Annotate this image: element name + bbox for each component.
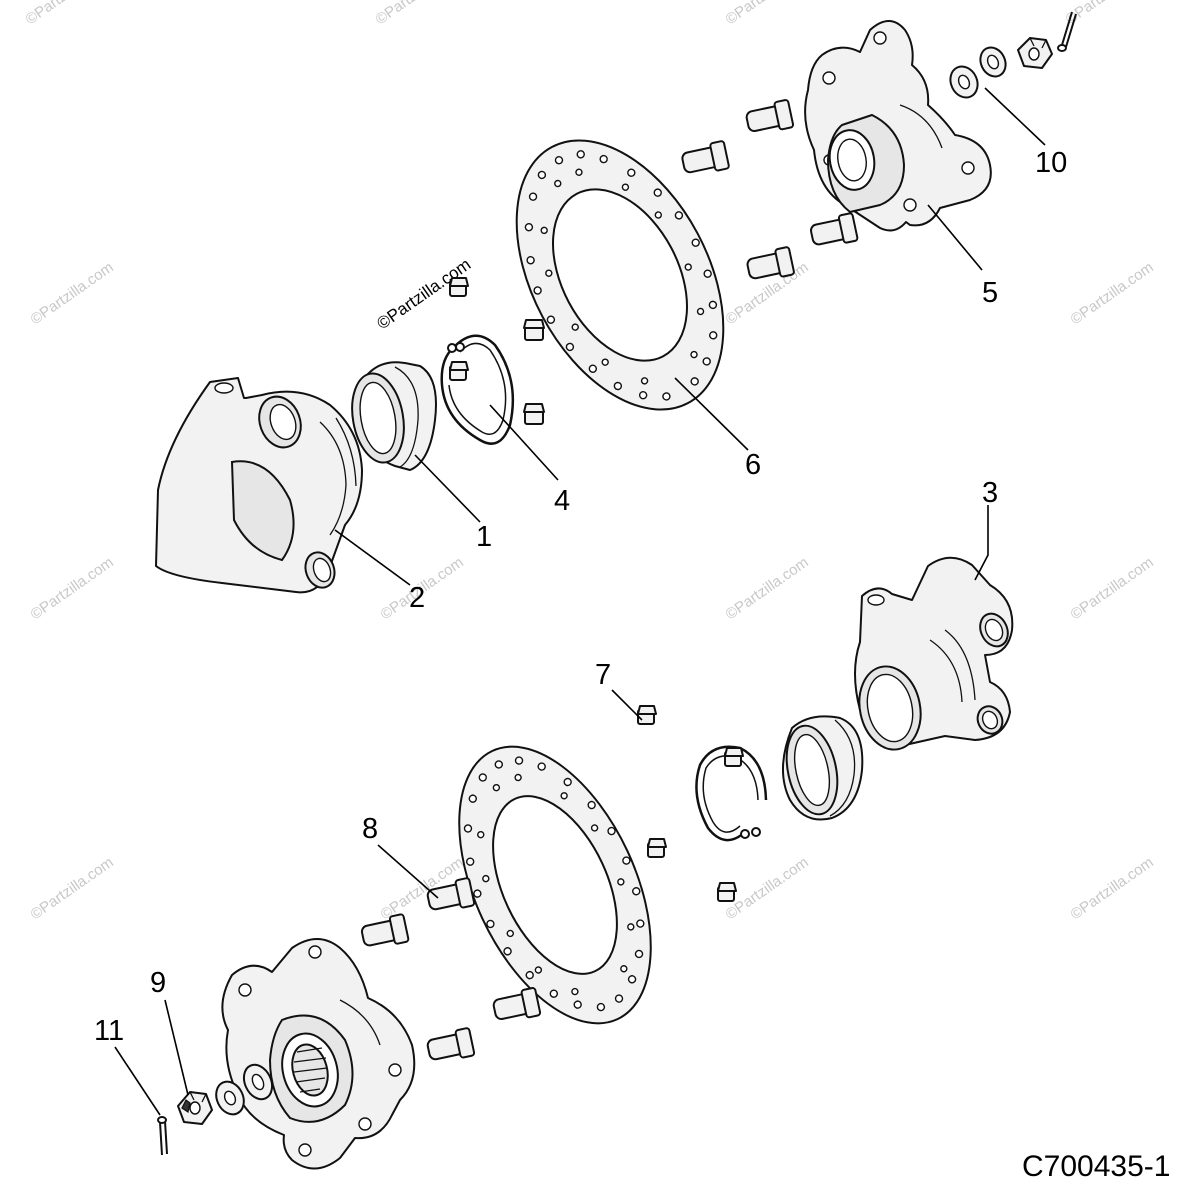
callout-9: 9 [150, 967, 166, 999]
watermark-text: ©Partzilla.com [373, 0, 462, 28]
wheel-studs-upper [681, 99, 859, 280]
watermark-text: ©Partzilla.com [1068, 554, 1157, 624]
watermark-text: ©Partzilla.com [28, 259, 117, 329]
wheel-hub-upper [804, 20, 992, 232]
wheel-stud [810, 212, 859, 246]
callout-2: 2 [409, 582, 425, 614]
disc-screws-lower [637, 705, 744, 902]
retaining-ring-lower [695, 745, 768, 842]
bearing-carrier-lower [854, 556, 1014, 751]
wheel-studs-lower [360, 877, 542, 1061]
hardware-lower [157, 1063, 274, 1156]
wheel-stud [426, 877, 476, 911]
cotter-pin [1057, 11, 1077, 52]
wheel-hub-lower [221, 938, 416, 1170]
watermark-text: ©Partzilla.com [1068, 259, 1157, 329]
diagram-id-label: C700435-1 [1022, 1150, 1170, 1183]
disc-screw [523, 319, 545, 341]
wheel-stud [360, 913, 410, 947]
leader-lines [114, 87, 1046, 1116]
washer [215, 1080, 245, 1116]
washer [949, 65, 979, 99]
watermark-text: ©Partzilla.com [28, 554, 117, 624]
disc-screw [449, 361, 469, 381]
watermark-text: ©Partzilla.com [1068, 854, 1157, 924]
wheel-stud [426, 1027, 476, 1061]
bearing-upper [351, 361, 437, 471]
callout-4: 4 [554, 485, 570, 517]
callout-3: 3 [982, 477, 998, 509]
hardware-upper [949, 11, 1077, 99]
callout-labels: 1 2 3 4 5 6 7 8 9 10 11 C700435-1 [94, 147, 1170, 1183]
callout-5: 5 [982, 277, 998, 309]
disc-screw [449, 277, 469, 297]
callout-11: 11 [94, 1015, 124, 1047]
watermark-text: ©Partzilla.com [723, 554, 812, 624]
wheel-stud [746, 246, 795, 280]
wheel-stud [492, 987, 542, 1021]
watermark-text: ©Partzilla.com [723, 0, 812, 28]
callout-8: 8 [362, 813, 378, 845]
bearing-lower [781, 715, 864, 821]
disc-screw [523, 403, 545, 425]
callout-6: 6 [745, 449, 761, 481]
brake-disc-lower [458, 745, 652, 1025]
washer [979, 46, 1007, 78]
disc-screw [637, 705, 657, 725]
callout-1: 1 [476, 521, 492, 553]
callout-7: 7 [595, 659, 611, 691]
disc-screw [647, 838, 667, 858]
watermark-text: ©Partzilla.com [28, 854, 117, 924]
watermark-text: ©Partzilla.com [23, 0, 112, 28]
retaining-ring-upper [440, 334, 515, 445]
cotter-pin [157, 1116, 168, 1156]
wheel-stud [681, 140, 730, 174]
disc-screws-upper [449, 277, 545, 425]
wheel-stud [745, 99, 795, 133]
disc-screw [724, 747, 744, 767]
castle-nut [177, 1091, 213, 1125]
brake-disc-upper [515, 139, 725, 411]
callout-10: 10 [1035, 147, 1067, 179]
castle-nut [1017, 37, 1053, 69]
washer [242, 1063, 274, 1101]
disc-screw [717, 882, 737, 902]
bearing-carrier-upper [155, 377, 363, 594]
